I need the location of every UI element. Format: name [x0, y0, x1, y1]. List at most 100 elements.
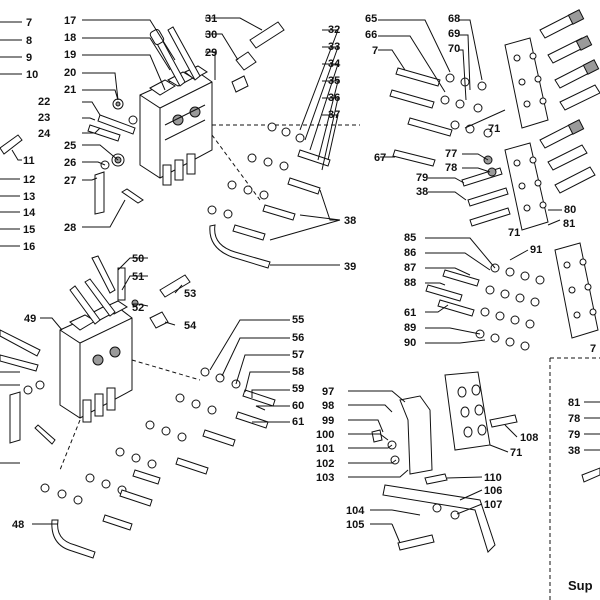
- callout-100: 100: [316, 429, 334, 441]
- callout-23: 23: [38, 112, 50, 124]
- callout-105: 105: [346, 519, 364, 531]
- callout-67: 67: [374, 152, 386, 164]
- callout-90: 90: [404, 337, 416, 349]
- callout-38-kit: 38: [568, 445, 580, 457]
- callout-91: 91: [530, 244, 542, 256]
- callout-60: 60: [292, 400, 304, 412]
- callout-88: 88: [404, 277, 416, 289]
- callout-61-lower: 61: [292, 416, 304, 428]
- callout-7-upper-right: 7: [372, 45, 378, 57]
- callout-18: 18: [64, 32, 76, 44]
- callout-31: 31: [205, 13, 217, 25]
- upper-fittings-group: 32 33 34 35 36 37 38 39: [207, 24, 360, 273]
- middle-right-plate-assembly: 77 78 79 38 80 81 71: [416, 119, 596, 239]
- callout-79-kit: 79: [568, 429, 580, 441]
- callout-57: 57: [292, 349, 304, 361]
- callout-38-mid: 38: [416, 186, 428, 198]
- callout-78-mid: 78: [445, 162, 457, 174]
- callout-38-upper: 38: [344, 215, 356, 227]
- callout-51: 51: [132, 271, 144, 283]
- callout-77-mid: 77: [445, 148, 457, 160]
- callout-7: 7: [26, 17, 32, 29]
- callout-71-mid: 71: [508, 227, 520, 239]
- supplied-kit-box: 81 78 79 38 Sup: [549, 357, 600, 600]
- callout-79-mid: 79: [416, 172, 428, 184]
- callout-15: 15: [23, 224, 35, 236]
- bracket-assembly: 97 98 99 100 101 102 103 108 71 110 106 …: [316, 371, 538, 553]
- upper-right-plate-assembly: 65 66 7 68 69 70 71 67: [365, 9, 600, 167]
- supplied-kit-caption: Sup: [568, 578, 593, 593]
- callout-33: 33: [328, 41, 340, 53]
- callout-81-kit: 81: [568, 397, 580, 409]
- callout-37: 37: [328, 109, 340, 121]
- callout-71-upper: 71: [488, 123, 500, 135]
- callout-97: 97: [322, 386, 334, 398]
- callout-106: 106: [484, 485, 502, 497]
- callout-28: 28: [64, 222, 76, 234]
- callout-107: 107: [484, 499, 502, 511]
- callout-32: 32: [328, 24, 340, 36]
- callout-102: 102: [316, 458, 334, 470]
- callout-101: 101: [316, 443, 334, 455]
- callout-20: 20: [64, 67, 76, 79]
- callout-30: 30: [205, 29, 217, 41]
- callout-48: 48: [12, 519, 24, 531]
- callout-26: 26: [64, 157, 76, 169]
- callout-49: 49: [24, 313, 36, 325]
- callout-110: 110: [484, 472, 502, 484]
- callout-12: 12: [23, 174, 35, 186]
- callout-50: 50: [132, 253, 144, 265]
- callout-54: 54: [184, 320, 197, 332]
- callout-8: 8: [26, 35, 32, 47]
- callout-81-mid: 81: [563, 218, 575, 230]
- callout-104: 104: [346, 505, 365, 517]
- callout-78-kit: 78: [568, 413, 580, 425]
- callout-13: 13: [23, 191, 35, 203]
- callout-39: 39: [344, 261, 356, 273]
- callout-25: 25: [64, 140, 76, 152]
- callout-19: 19: [64, 49, 76, 61]
- callout-99: 99: [322, 415, 334, 427]
- callout-103: 103: [316, 472, 334, 484]
- callout-98: 98: [322, 400, 334, 412]
- callout-53: 53: [184, 288, 196, 300]
- callout-36: 36: [328, 92, 340, 104]
- callout-85: 85: [404, 232, 416, 244]
- callout-35: 35: [328, 75, 340, 87]
- callout-87: 87: [404, 262, 416, 274]
- callout-59: 59: [292, 383, 304, 395]
- callout-9: 9: [26, 52, 32, 64]
- callout-80: 80: [564, 204, 576, 216]
- callout-29: 29: [205, 47, 217, 59]
- callout-69: 69: [448, 28, 460, 40]
- callout-70: 70: [448, 43, 460, 55]
- upper-valve-assembly: 17 18 19 20 21 22 23 24 25 26 27 28 31 3…: [38, 13, 285, 234]
- callout-71-lower: 71: [510, 447, 522, 459]
- callout-27: 27: [64, 175, 76, 187]
- callout-68: 68: [448, 13, 460, 25]
- callout-17: 17: [64, 15, 76, 27]
- callout-108: 108: [520, 432, 538, 444]
- callout-55: 55: [292, 314, 304, 326]
- callout-34: 34: [328, 58, 341, 70]
- callout-22: 22: [38, 96, 50, 108]
- callout-56: 56: [292, 332, 304, 344]
- lower-right-plate-assembly: 85 86 87 88 91 61 89 90 7: [404, 232, 599, 355]
- callout-16: 16: [23, 241, 35, 253]
- callout-89: 89: [404, 322, 416, 334]
- callout-10: 10: [26, 69, 38, 81]
- lower-fittings-group: 55 56 57 58 59 60 61 48: [12, 314, 304, 559]
- callout-58: 58: [292, 366, 304, 378]
- left-edge-parts: 11 12 13 14 15 16: [0, 134, 36, 253]
- callout-24: 24: [38, 128, 51, 140]
- lower-valve-assembly: 49 50 51 52 53 54: [0, 253, 197, 464]
- callout-66: 66: [365, 29, 377, 41]
- callout-14: 14: [23, 207, 36, 219]
- callout-61-right: 61: [404, 307, 416, 319]
- callout-52: 52: [132, 302, 144, 314]
- callout-86: 86: [404, 247, 416, 259]
- callout-21: 21: [64, 84, 76, 96]
- callout-11: 11: [23, 155, 35, 167]
